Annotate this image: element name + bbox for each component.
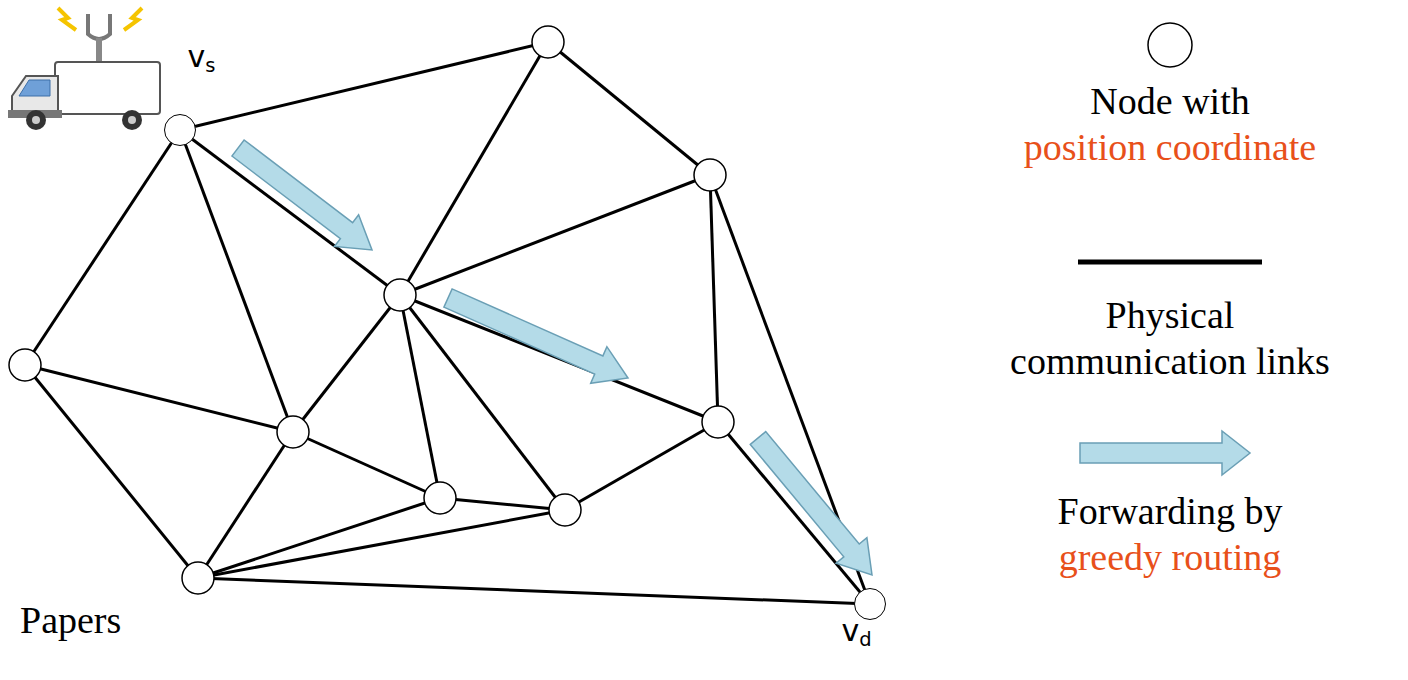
node-circle: vs — [164, 114, 196, 146]
wheel-hub — [32, 116, 40, 124]
link-line — [180, 42, 548, 130]
link-line — [400, 175, 710, 295]
link-line — [718, 422, 870, 604]
node-circle — [384, 279, 416, 311]
communication-links — [25, 42, 870, 604]
truck-box — [55, 62, 160, 114]
caption-label: Papers — [20, 598, 121, 644]
node-circle — [532, 26, 564, 58]
truck-icon — [8, 8, 160, 130]
node-circle — [549, 494, 581, 526]
wheel-hub — [128, 116, 136, 124]
node-label: vs — [188, 42, 216, 75]
antenna-fork — [88, 14, 110, 39]
node-label: vd — [842, 616, 872, 649]
legend-node-sample — [1148, 23, 1192, 67]
truck-wheel — [26, 110, 46, 130]
link-line — [198, 578, 870, 604]
link-line — [25, 365, 293, 432]
link-line — [293, 432, 440, 498]
node-circle: vd — [854, 588, 886, 620]
link-line — [548, 42, 710, 175]
legend-text: Physicalcommunication links — [1010, 292, 1330, 384]
link-line — [25, 130, 180, 365]
truck-window — [19, 80, 50, 96]
node-circle — [277, 416, 309, 448]
link-line — [25, 365, 198, 578]
node-circle — [182, 562, 214, 594]
link-line — [710, 175, 718, 422]
link-line — [198, 498, 440, 578]
antenna-pole — [96, 38, 102, 64]
link-line — [400, 42, 548, 295]
legend-text: Forwarding bygreedy routing — [1058, 488, 1283, 580]
block-arrow — [232, 140, 372, 250]
link-line — [198, 432, 293, 578]
node-circle — [694, 159, 726, 191]
legend-link-sample — [1078, 260, 1262, 265]
link-line — [565, 422, 718, 510]
link-line — [400, 295, 440, 498]
block-arrow — [444, 289, 628, 383]
node-circle — [702, 406, 734, 438]
signal-spark — [58, 8, 76, 30]
link-line — [293, 295, 400, 432]
link-line — [180, 130, 400, 295]
block-arrow — [750, 432, 872, 575]
node-circle — [9, 349, 41, 381]
graph-nodes — [9, 26, 734, 594]
legend-text: Node withposition coordinate — [1024, 78, 1316, 170]
signal-spark — [124, 8, 142, 30]
link-line — [198, 510, 565, 578]
link-line — [440, 498, 565, 510]
legend-arrow-sample — [1080, 431, 1250, 475]
forwarding-arrows — [232, 140, 872, 575]
truck-wheel — [122, 110, 142, 130]
node-circle — [424, 482, 456, 514]
legend-samples — [1078, 23, 1262, 475]
